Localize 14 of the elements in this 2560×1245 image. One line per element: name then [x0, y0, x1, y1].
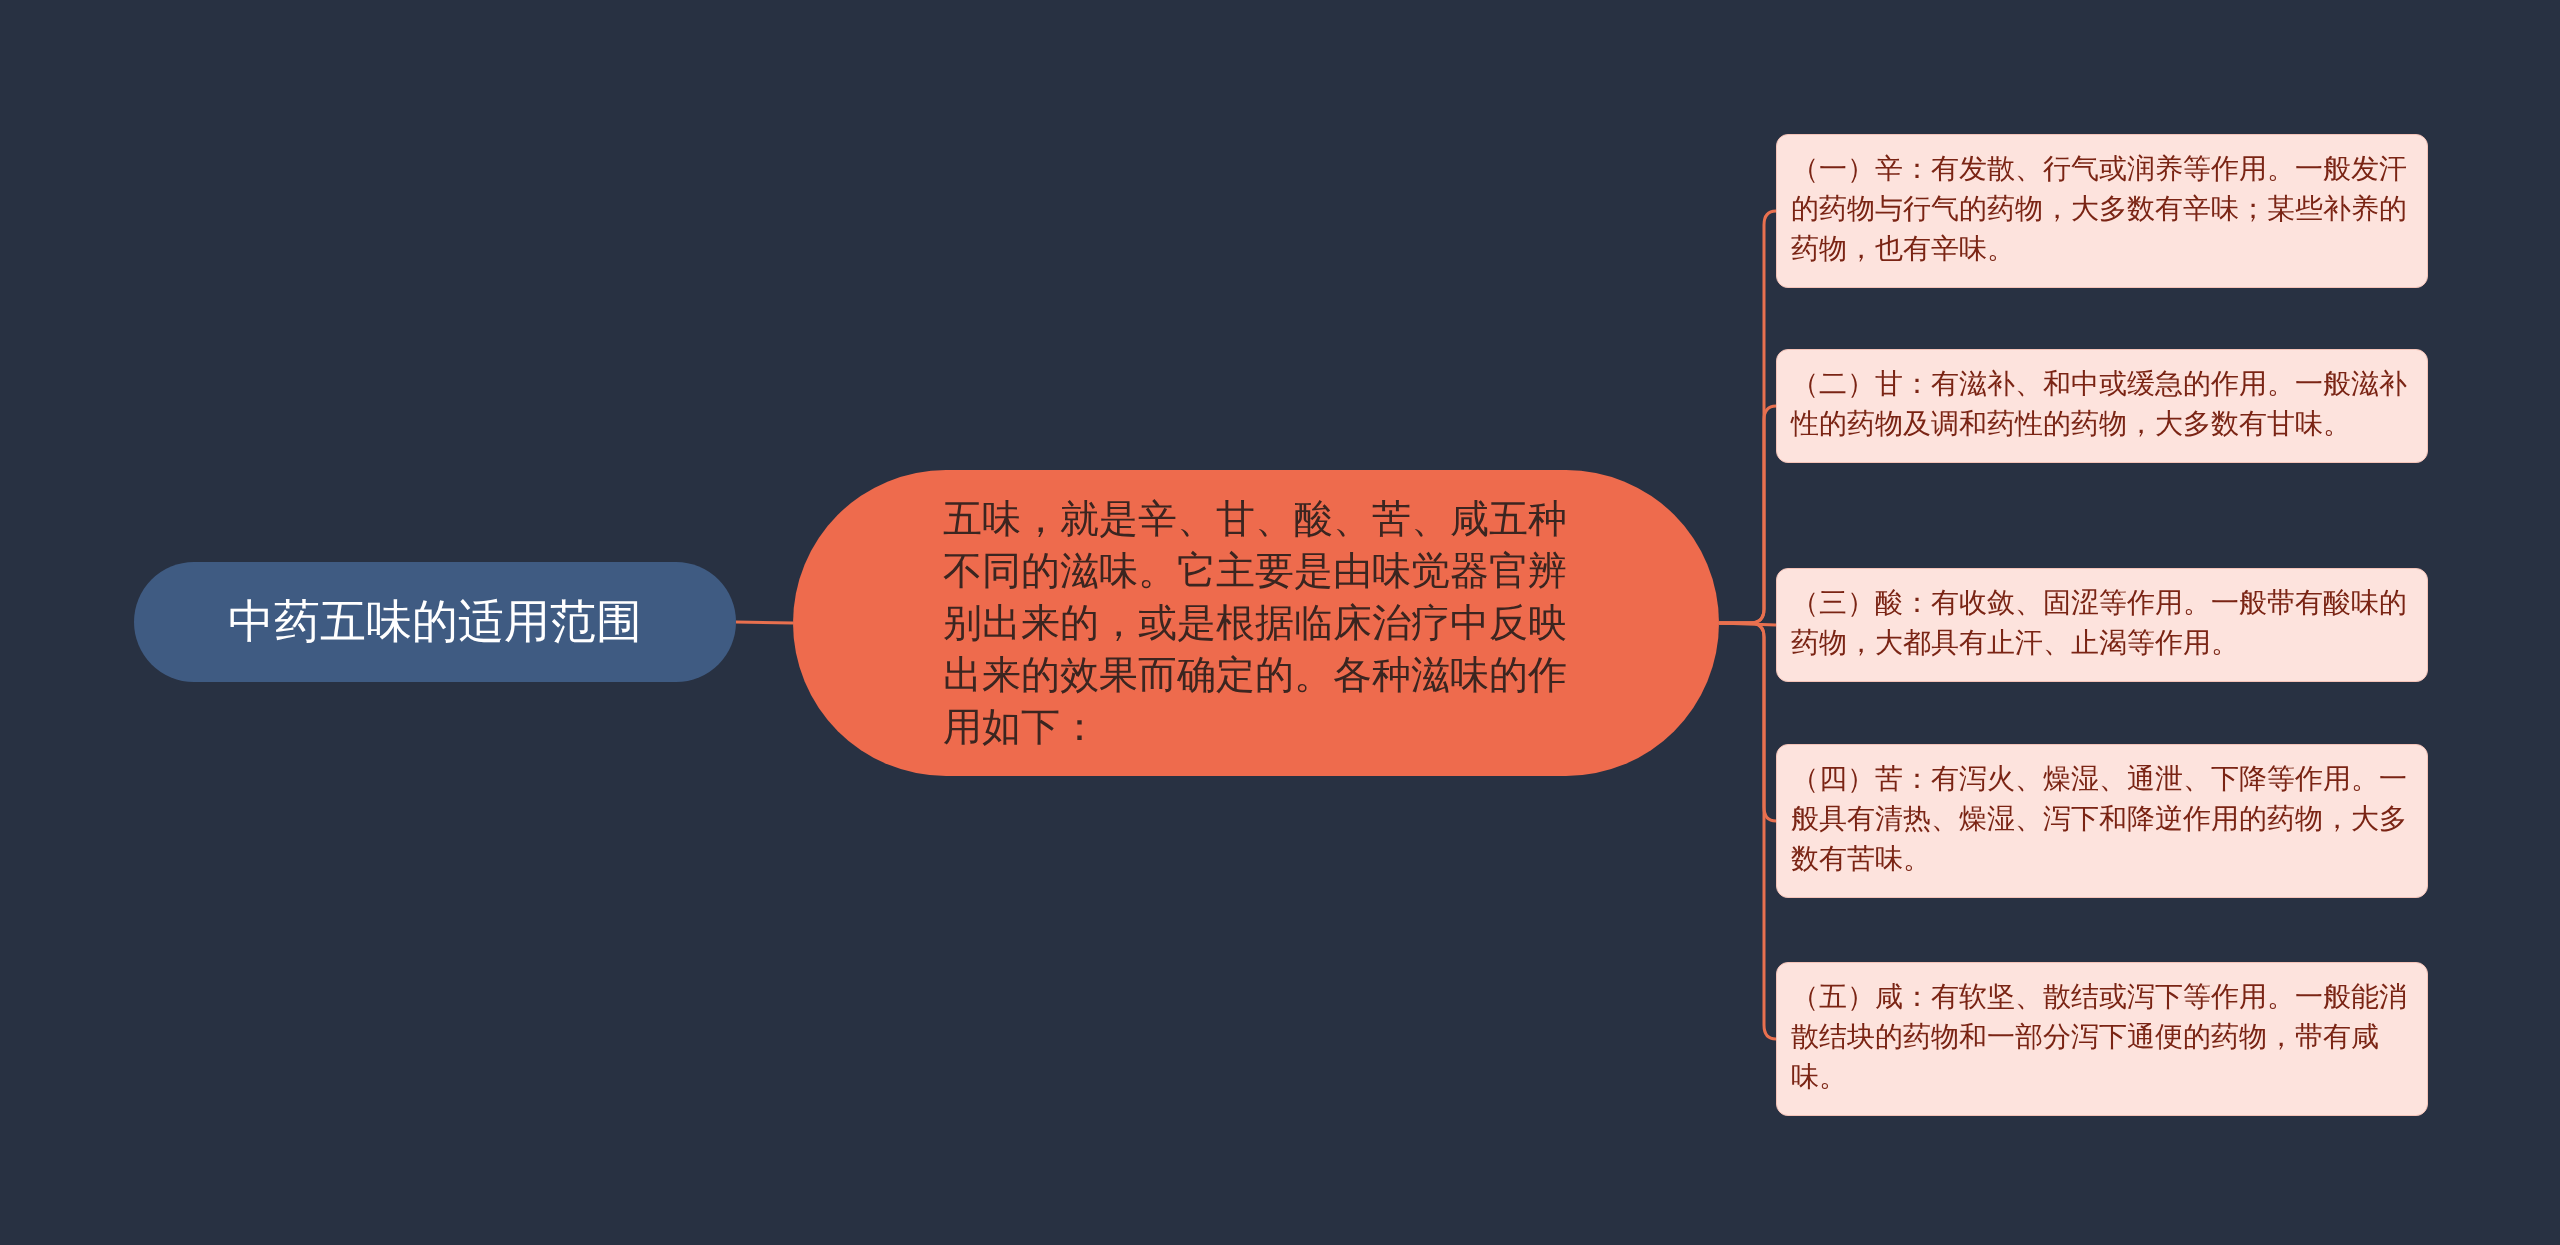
node-text: （四）苦：有泻火、燥湿、通泄、下降等作用。一般具有清热、燥湿、泻下和降逆作用的药物，大多数有苦味。	[1791, 761, 2408, 877]
node-text: 五味，就是辛、甘、酸、苦、咸五种不同的滋味。它主要是由味觉器官辨别出来的，或是根据临床治疗中反映出来的效果而确定的。各种滋味的作用如下：	[943, 495, 1568, 751]
leaf-card	[1776, 962, 2428, 1116]
connector-line	[1719, 621, 1777, 1041]
node-text: （二）甘：有滋补、和中或缓急的作用。一般滋补性的药物及调和药性的药物，大多数有甘味。	[1791, 366, 2408, 442]
node-text: （一）辛：有发散、行气或润养等作用。一般发汗的药物与行气的药物，大多数有辛味；某些补养的药物，也有辛味。	[1791, 151, 2408, 267]
leaf-card	[1776, 744, 2428, 898]
node-text: （五）咸：有软坚、散结或泻下等作用。一般能消散结块的药物和一部分泻下通便的药物，带有咸味。	[1791, 979, 2408, 1095]
connector-line	[735, 620, 794, 625]
leaf-card	[1776, 568, 2428, 682]
node-text: 中药五味的适用范围	[228, 593, 642, 650]
leaf-card	[1776, 134, 2428, 288]
leaf-card	[1776, 349, 2428, 463]
node-text: （三）酸：有收敛、固涩等作用。一般带有酸味的药物，大都具有止汗、止渴等作用。	[1791, 585, 2408, 661]
